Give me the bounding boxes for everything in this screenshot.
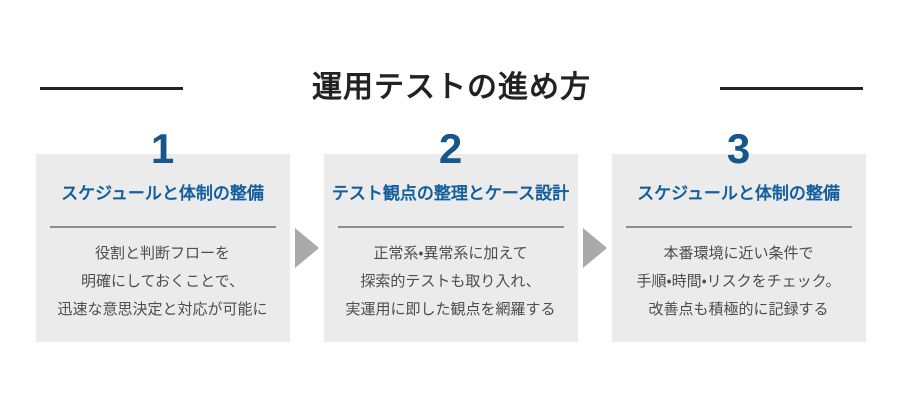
- step-3: 3 スケジュールと体制の整備 本番環境に近い条件で 手順・時間・リスクをチェック…: [611, 125, 866, 342]
- step-2-body-line-3: 実運用に即した観点を網羅する: [345, 301, 556, 319]
- step-2-body: 正常系・異常系に加えて 探索的テストも取り入れ、 実運用に即した観点を網羅する: [324, 240, 578, 324]
- steps-row: 1 スケジュールと体制の整備 役割と判断フローを 明確にしておくことで、 迅速な…: [0, 128, 901, 342]
- step-1: 1 スケジュールと体制の整備 役割と判断フローを 明確にしておくことで、 迅速な…: [35, 125, 290, 342]
- step-2-number: 2: [438, 125, 463, 172]
- step-3-card: スケジュールと体制の整備 本番環境に近い条件で 手順・時間・リスクをチェック。 …: [611, 154, 866, 342]
- step-2: 2 テスト観点の整理とケース設計 正常系・異常系に加えて 探索的テストも取り入れ…: [323, 125, 578, 342]
- step-2-body-line-1: 正常系・異常系に加えて: [373, 245, 528, 263]
- title-rule-right: [720, 86, 863, 90]
- arrow-right-icon: [582, 228, 607, 268]
- step-1-card: スケジュールと体制の整備 役割と判断フローを 明確にしておくことで、 迅速な意思…: [35, 154, 290, 342]
- step-1-body-line-3: 迅速な意思決定と対応が可能に: [57, 301, 268, 319]
- step-3-divider: [625, 226, 852, 229]
- step-3-body-line-1: 本番環境に近い条件で: [663, 245, 814, 263]
- step-2-title: テスト観点の整理とケース設計: [331, 184, 570, 203]
- step-2-divider: [337, 226, 564, 229]
- header: 運用テストの進め方: [40, 70, 863, 106]
- step-1-number: 1: [150, 125, 175, 172]
- step-2-card: テスト観点の整理とケース設計 正常系・異常系に加えて 探索的テストも取り入れ、 …: [323, 154, 578, 342]
- step-1-title: スケジュールと体制の整備: [61, 184, 264, 203]
- title-rule-left: [40, 86, 183, 90]
- step-3-body: 本番環境に近い条件で 手順・時間・リスクをチェック。 改善点も積極的に記録する: [612, 240, 866, 324]
- step-1-divider: [49, 226, 276, 229]
- step-3-number: 3: [726, 125, 751, 172]
- step-1-body-line-2: 明確にしておくことで、: [80, 273, 245, 291]
- arrow-right-icon: [294, 228, 319, 268]
- arrow-wrap-1: [290, 128, 324, 342]
- step-1-body: 役割と判断フローを 明確にしておくことで、 迅速な意思決定と対応が可能に: [36, 240, 290, 324]
- step-2-body-line-2: 探索的テストも取り入れ、: [360, 273, 541, 291]
- page-title: 運用テストの進め方: [312, 71, 591, 104]
- step-3-title: スケジュールと体制の整備: [637, 184, 840, 203]
- step-3-body-line-3: 改善点も積極的に記録する: [648, 301, 829, 319]
- arrow-wrap-2: [578, 128, 612, 342]
- step-1-body-line-1: 役割と判断フローを: [94, 245, 230, 263]
- step-3-body-line-2: 手順・時間・リスクをチェック。: [636, 273, 841, 291]
